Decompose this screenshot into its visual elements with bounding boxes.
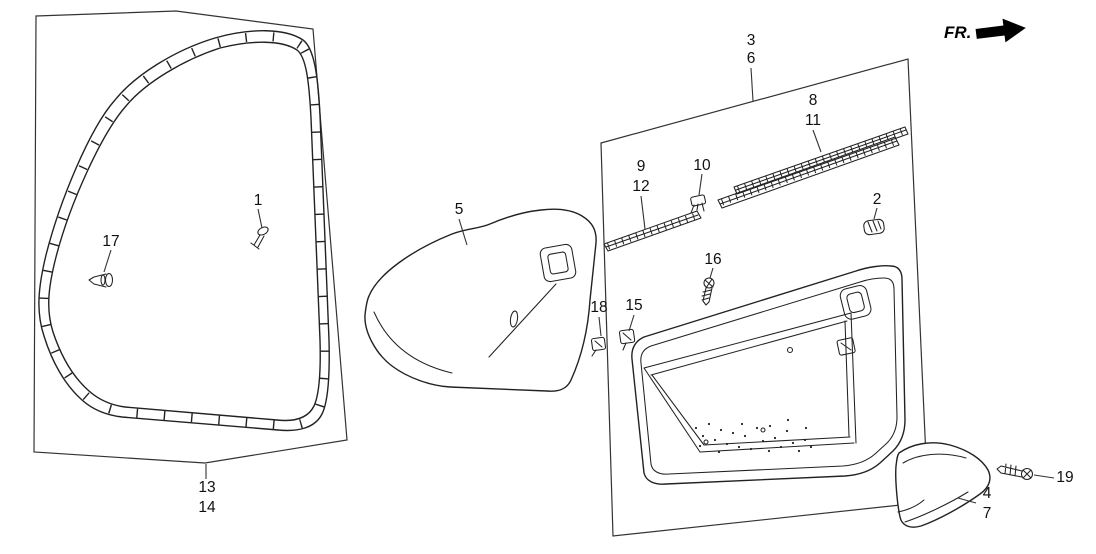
part-label-7: 7 xyxy=(983,505,992,522)
panel-clip-15-icon xyxy=(618,328,636,351)
grommet-icon xyxy=(863,218,885,236)
leader-line-9-12 xyxy=(640,195,646,230)
part-label-3: 3 xyxy=(747,32,756,49)
armrest-top-ridge xyxy=(902,453,967,464)
panel-square-hole xyxy=(836,337,856,356)
trim-panel-pocket-lines xyxy=(643,312,857,453)
trim-panel-group: 3 6 8 11 9 12 10 2 16 18 15 4 7 19 xyxy=(590,32,1074,537)
leader-line-5 xyxy=(458,218,468,246)
panel-stipple-texture xyxy=(694,418,813,454)
lining-crease-line xyxy=(488,283,557,358)
panel-clip-18-icon xyxy=(590,336,607,357)
part-label-15: 15 xyxy=(625,297,642,314)
leader-line-4-7 xyxy=(957,497,977,504)
armrest xyxy=(895,442,991,528)
weatherstrip-tick-marks xyxy=(39,32,330,430)
leader-line-10 xyxy=(698,173,703,196)
leader-line-3-6 xyxy=(750,67,754,102)
screw-19-icon xyxy=(996,463,1034,481)
part-label-5: 5 xyxy=(455,201,464,218)
weatherstrip-inner-line xyxy=(48,41,321,422)
front-direction-indicator: FR. xyxy=(944,18,1026,43)
part-label-17: 17 xyxy=(102,233,119,250)
panel-clip-holes xyxy=(703,346,794,445)
part-label-1: 1 xyxy=(254,192,263,209)
part-label-13: 13 xyxy=(198,479,215,496)
door-trim-panel xyxy=(631,265,906,485)
lining-crease-curve xyxy=(373,311,453,374)
leader-line-1 xyxy=(257,208,263,229)
leader-line-8-11 xyxy=(812,129,822,153)
leader-line-16 xyxy=(709,267,714,279)
lining-slot xyxy=(509,310,519,328)
leader-line-15 xyxy=(628,314,635,332)
lining-cutout-outer xyxy=(539,243,577,283)
part-label-12: 12 xyxy=(632,178,649,195)
fr-arrow-icon xyxy=(975,18,1026,43)
molding-clip-icon xyxy=(690,194,707,214)
molding-strip-9-12 xyxy=(603,210,702,252)
part-label-11: 11 xyxy=(805,112,821,129)
door-handle-cutout-inner xyxy=(846,291,865,314)
part-label-18: 18 xyxy=(590,299,607,316)
part-label-8: 8 xyxy=(809,92,818,109)
part-label-10: 10 xyxy=(693,157,711,174)
leader-line-17 xyxy=(103,249,112,273)
leader-line-19 xyxy=(1033,474,1055,479)
panel-square-hole-detail xyxy=(840,342,852,351)
part-label-19: 19 xyxy=(1056,469,1073,486)
leader-line-18 xyxy=(598,316,602,337)
door-lining-outline xyxy=(364,208,597,392)
part-label-6: 6 xyxy=(747,50,756,67)
weatherstrip-group: 1 17 13 14 xyxy=(33,10,348,516)
door-lining-group: 5 xyxy=(364,201,597,392)
part-label-16: 16 xyxy=(704,251,721,268)
trim-panel-inner-line xyxy=(640,277,898,475)
armrest-lower-line xyxy=(904,491,969,523)
molding-strip-8-11 xyxy=(717,126,909,209)
leader-line-2 xyxy=(873,207,878,220)
armrest-end-cap xyxy=(897,499,925,513)
part-label-14: 14 xyxy=(198,499,216,516)
fr-label: FR. xyxy=(944,23,971,42)
lining-cutout-inner xyxy=(547,251,569,275)
armrest-outline xyxy=(895,442,991,528)
door-handle-cutout-outer xyxy=(839,285,872,320)
screw-16-icon xyxy=(701,277,715,306)
weatherstrip-outer-line xyxy=(38,30,330,432)
part-label-2: 2 xyxy=(873,191,882,208)
part-label-4: 4 xyxy=(983,485,992,502)
trim-panel-outline xyxy=(631,265,906,485)
weatherstrip-clip-icon xyxy=(250,226,269,250)
weatherstrip-bounding-box xyxy=(33,10,348,464)
part-label-9: 9 xyxy=(637,158,646,175)
weatherstrip-fastener-icon xyxy=(88,272,114,288)
